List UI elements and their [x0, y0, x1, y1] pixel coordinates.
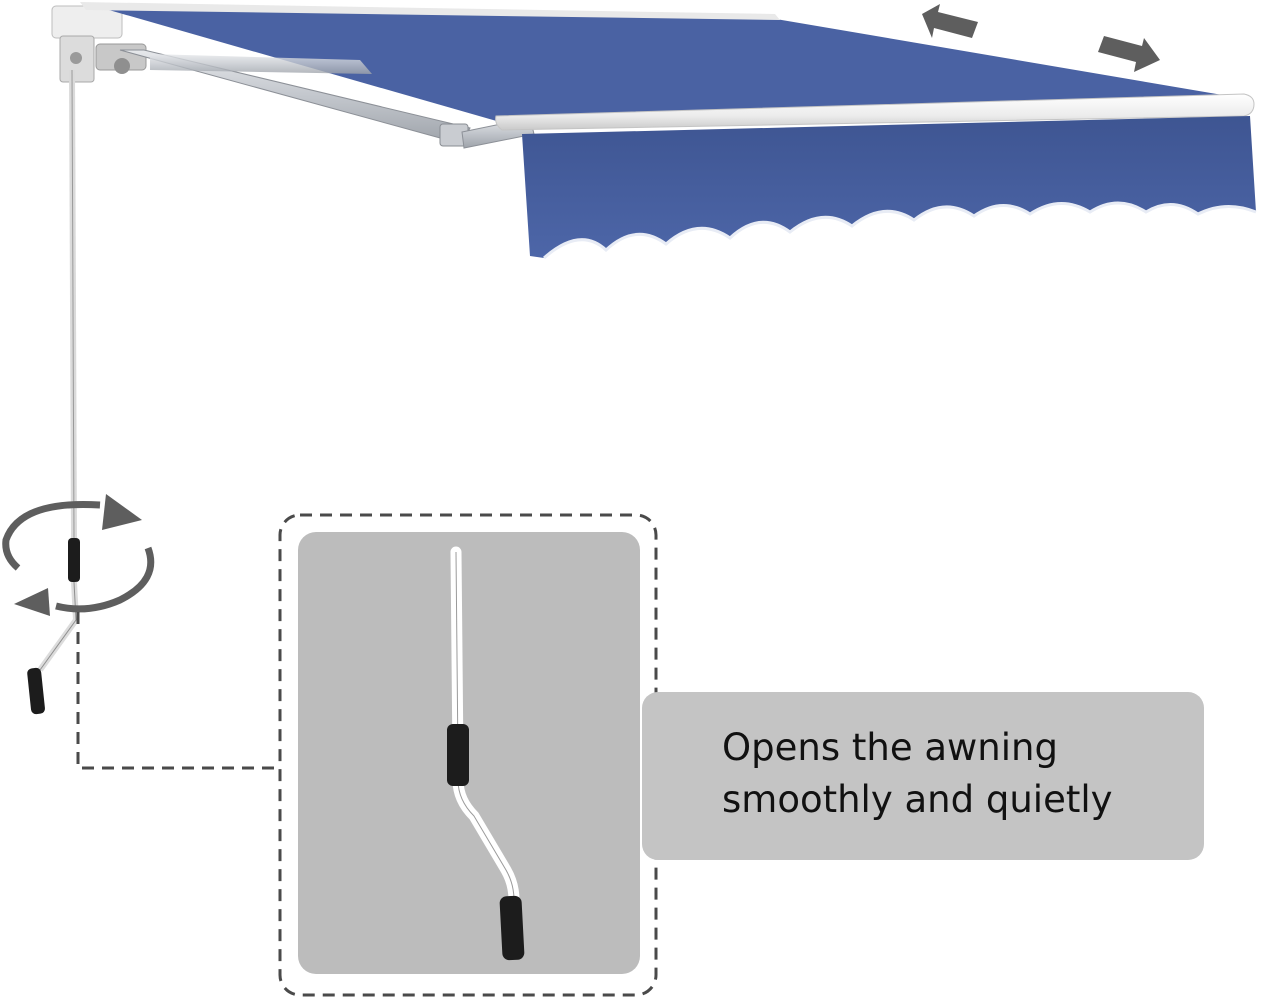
awning [51, 2, 1257, 260]
extend-arrow-icon [1098, 36, 1160, 72]
caption-text: Opens the awning smoothly and quietly [722, 722, 1192, 826]
connector-line [76, 612, 276, 770]
front-bar [495, 93, 1255, 131]
crank-rod [27, 69, 80, 715]
caption-line-1: Opens the awning [722, 726, 1058, 769]
caption-callout [642, 692, 1204, 860]
awning-valance [522, 116, 1256, 258]
wall-bracket [51, 5, 147, 83]
rotate-arrows-icon [2, 494, 155, 616]
caption-line-2: smoothly and quietly [722, 778, 1113, 821]
retract-arrow-icon [922, 4, 978, 38]
awning-canopy [88, 4, 1252, 122]
crank-handle-icon [447, 546, 525, 961]
